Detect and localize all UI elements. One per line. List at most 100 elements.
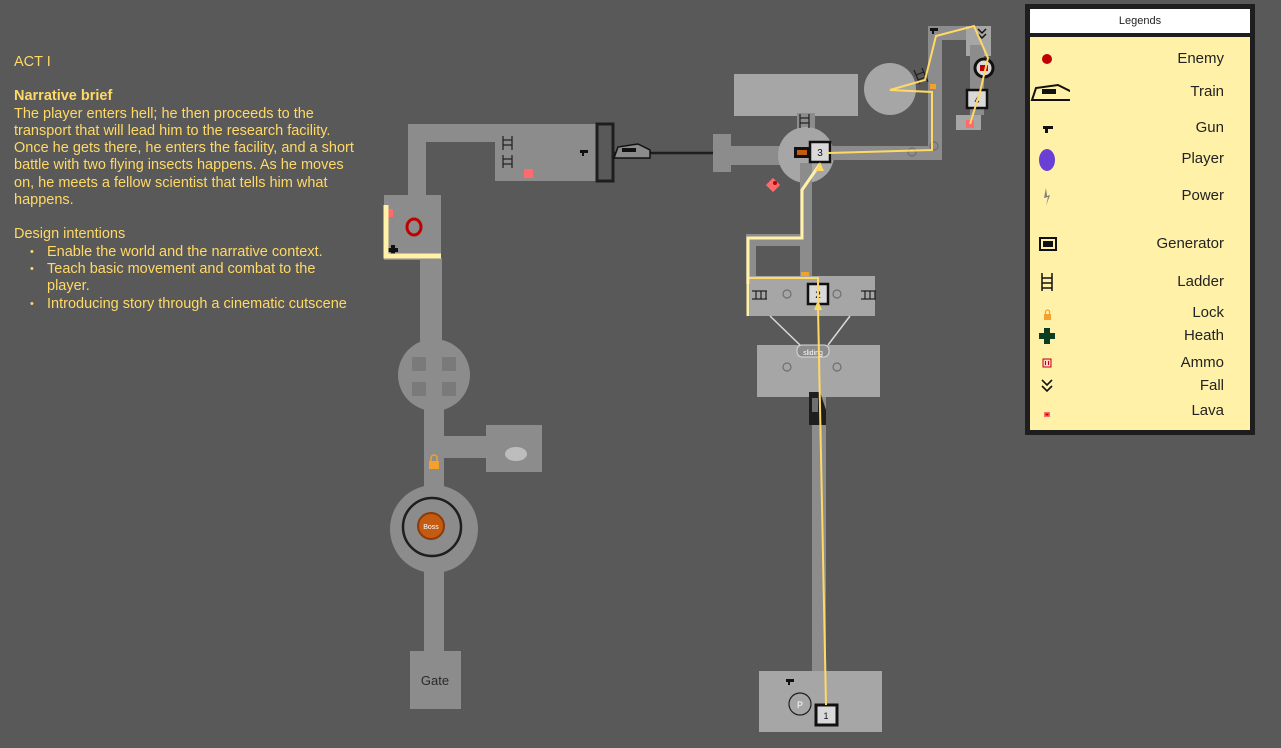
corridor <box>424 570 444 652</box>
train-icon <box>1030 83 1070 101</box>
player-label: P <box>797 700 803 710</box>
legend-label: Lock <box>1192 304 1224 321</box>
design-intentions-heading: Design intentions <box>14 226 126 243</box>
platform-room <box>734 74 858 116</box>
boss-ring <box>401 496 463 558</box>
legend-item-ammo: Ammo <box>1030 351 1250 375</box>
legend-item-heath: Heath <box>1030 324 1250 348</box>
socket <box>782 289 792 299</box>
pillar <box>442 382 456 396</box>
round-room <box>398 339 470 411</box>
gate-label: Gate <box>421 673 449 688</box>
legend-label: Enemy <box>1177 50 1224 67</box>
legend-item-gun: Gun <box>1030 116 1250 140</box>
corridor <box>440 436 490 458</box>
legend-title: Legends <box>1030 9 1250 33</box>
legend-label: Train <box>1190 83 1224 100</box>
corridor <box>746 234 756 284</box>
legend-label: Power <box>1181 187 1224 204</box>
legend-item-ladder: Ladder <box>1030 270 1250 294</box>
corridor <box>408 124 500 142</box>
generator-icon <box>794 147 810 158</box>
fall-icon <box>977 28 987 40</box>
lock-icon <box>429 461 439 469</box>
checkpoint-label: 3 <box>817 148 823 159</box>
design-intention-item: Teach basic movement and combat to the p… <box>14 261 359 296</box>
legend-panel: Legends Enemy Train Gun Player Power Gen… <box>1025 4 1255 435</box>
ladder-icon <box>799 114 810 128</box>
legend-item-power: Power <box>1030 184 1250 208</box>
lock-icon <box>1044 309 1051 320</box>
lava-icon <box>1044 412 1050 417</box>
ammo-icon <box>1042 358 1052 368</box>
ladder-icon <box>752 290 767 300</box>
health-icon <box>1039 328 1055 344</box>
socket <box>832 289 842 299</box>
player-path <box>383 205 441 259</box>
pillar <box>412 382 426 396</box>
corridor <box>928 26 942 160</box>
gate-room <box>410 651 461 709</box>
pillar <box>442 357 456 371</box>
design-intentions-list: Enable the world and the narrative conte… <box>14 244 359 313</box>
door <box>595 122 615 183</box>
lava-icon <box>765 177 781 193</box>
legend-label: Ladder <box>1177 273 1224 290</box>
ladder-icon <box>861 290 876 300</box>
legend-label: Player <box>1181 150 1224 167</box>
ladder-icon <box>1041 273 1053 291</box>
lock-icon <box>801 272 809 276</box>
ladder-icon <box>502 136 513 150</box>
ring-marker <box>405 217 423 237</box>
legend-item-lock: Lock <box>1030 301 1250 325</box>
narrative-brief-heading: Narrative brief <box>14 88 113 105</box>
boss-marker <box>417 512 445 540</box>
socket <box>832 362 842 372</box>
legend-label: Lava <box>1191 402 1224 419</box>
power-icon <box>1044 188 1050 206</box>
lava-icon <box>524 169 533 178</box>
narrative-brief-panel: ACT I Narrative brief The player enters … <box>14 54 359 313</box>
legend-label: Fall <box>1199 377 1224 394</box>
legend-item-player: Player <box>1030 147 1250 171</box>
legend-item-lava: Lava <box>1030 399 1250 423</box>
left-wing <box>384 124 542 709</box>
design-intention-item: Introducing story through a cinematic cu… <box>14 296 359 314</box>
enemy-icon <box>1042 54 1052 64</box>
player-path <box>827 24 990 154</box>
legend-item-train: Train <box>1030 80 1250 104</box>
train-icon <box>809 392 826 425</box>
player-icon <box>1039 149 1055 171</box>
socket <box>907 147 917 157</box>
ladder-icon <box>502 155 513 168</box>
corridor <box>420 258 442 348</box>
health-icon <box>388 245 398 255</box>
enemy-icon <box>773 181 777 185</box>
legend-label: Ammo <box>1180 354 1224 371</box>
player-icon <box>788 692 812 716</box>
player-path <box>817 306 827 706</box>
socket <box>782 362 792 372</box>
pillar <box>412 357 426 371</box>
legend-label: Heath <box>1183 327 1224 344</box>
lava-icon <box>387 209 393 217</box>
sliding-label: sliding <box>803 350 823 357</box>
fall-icon <box>1041 379 1053 393</box>
train-icon <box>612 143 651 159</box>
corridor <box>832 146 932 160</box>
legend-item-fall: Fall <box>1030 374 1250 398</box>
player-path <box>746 163 822 316</box>
socket <box>929 141 939 151</box>
gun-icon <box>580 150 588 156</box>
generator-icon <box>1039 237 1057 251</box>
corridor <box>812 397 826 671</box>
design-intention-item: Enable the world and the narrative conte… <box>14 244 359 262</box>
checkpoint-label: 1 <box>823 711 828 721</box>
legend-label: Gun <box>1195 119 1224 136</box>
lock-icon <box>930 84 936 89</box>
gun-icon <box>786 679 794 685</box>
legend-label: Generator <box>1156 235 1224 252</box>
sliding-door <box>796 344 830 358</box>
narrative-brief-text: The player enters hell; he then proceeds… <box>14 105 354 209</box>
